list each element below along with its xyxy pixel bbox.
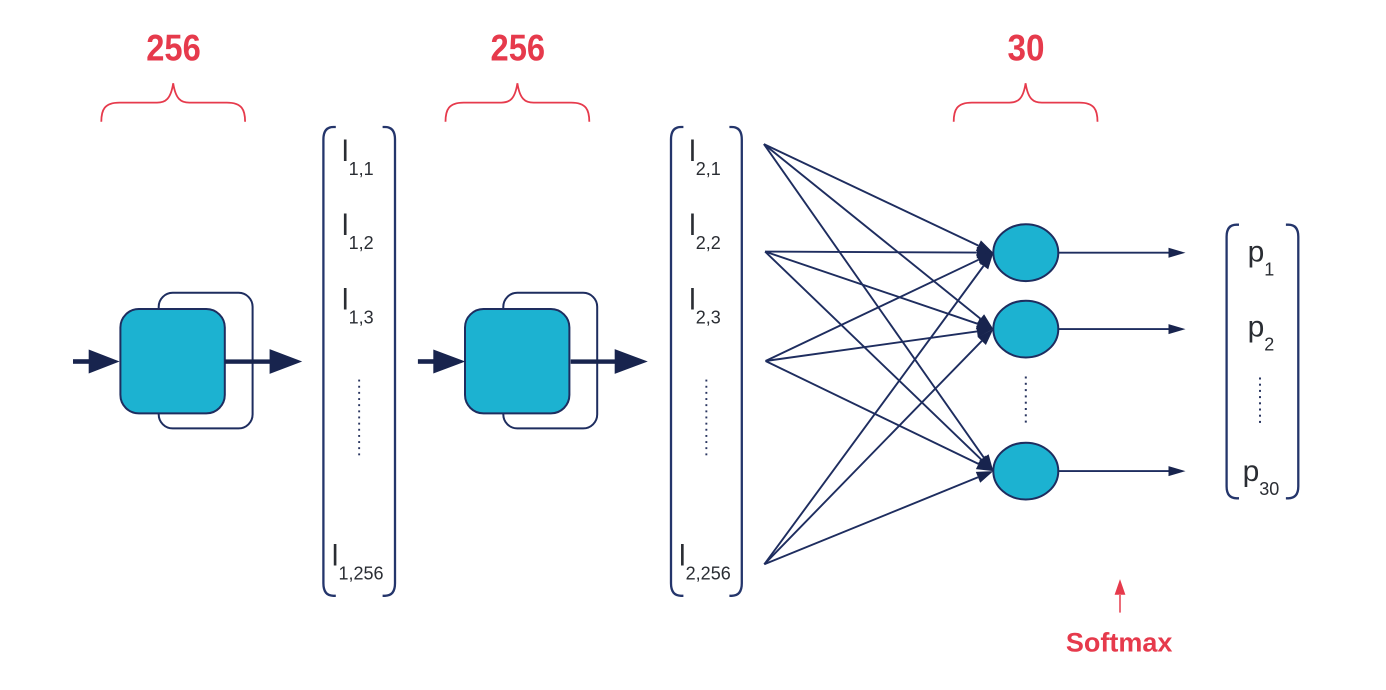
svg-text:256: 256 xyxy=(146,28,201,69)
svg-text:Softmax: Softmax xyxy=(1066,628,1173,658)
svg-text:30: 30 xyxy=(1008,28,1045,69)
svg-text:256: 256 xyxy=(491,28,546,69)
